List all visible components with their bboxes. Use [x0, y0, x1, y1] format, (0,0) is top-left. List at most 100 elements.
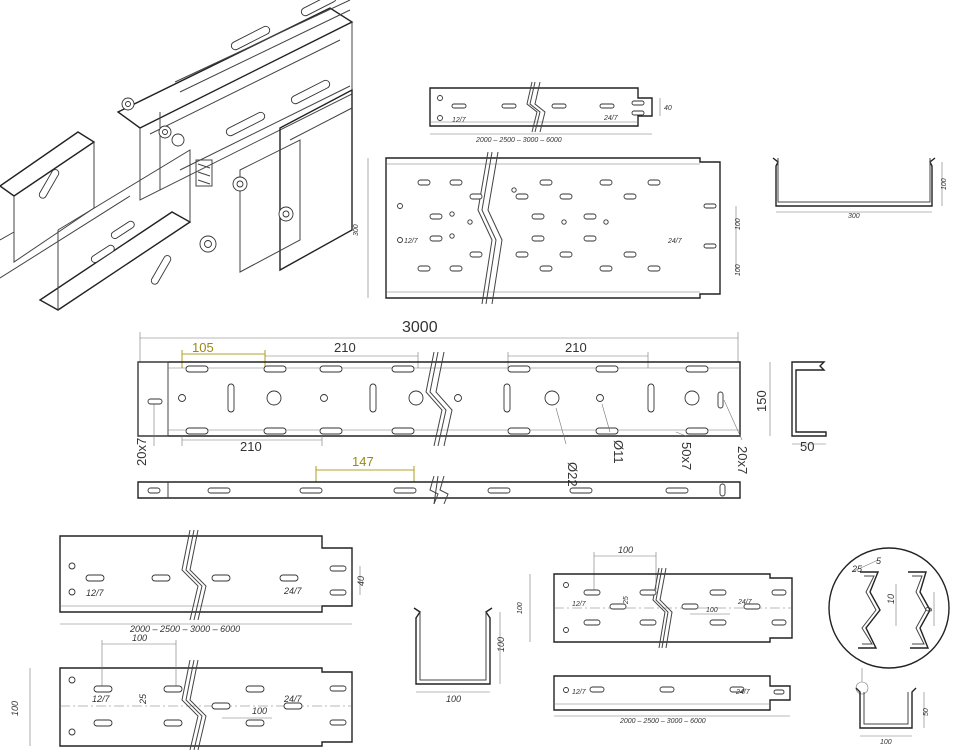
dim-lengths: 2000 – 2500 – 3000 – 6000: [129, 624, 240, 634]
top-plan-view: 12/7 24/7 300 100 100: [353, 151, 742, 305]
dim-d22: Ø22: [565, 462, 580, 487]
perforation-slot: [507, 427, 531, 435]
dim-100: 100: [618, 545, 633, 555]
perforation-slot: [185, 365, 209, 373]
perforation-hole: [603, 219, 609, 225]
perforation-slot: [429, 213, 443, 220]
perforation-slot: [263, 365, 287, 373]
dim-100b: 100: [735, 264, 742, 276]
perforation-hole: [511, 187, 517, 193]
dim-100h: 100: [517, 602, 524, 614]
perforation-slot: [531, 213, 545, 220]
perforation-hole: [449, 211, 455, 217]
perforation-slot: [449, 265, 463, 272]
dim-300: 300: [353, 224, 360, 236]
perforation-slot: [647, 383, 655, 413]
dim-100w: 100: [446, 694, 461, 704]
perforation-slot: [299, 487, 323, 494]
dim-40: 40: [356, 576, 366, 586]
isometric-assembly: [0, 0, 354, 311]
bolt-icon: [121, 97, 294, 253]
dim-slot-right: 24/7: [283, 694, 303, 704]
perforation-slot: [539, 265, 553, 272]
perforation-slot: [595, 365, 619, 373]
dim-40: 40: [664, 105, 672, 112]
dim-3000: 3000: [402, 319, 438, 336]
circle-detail: 25 5 10 9 100 50: [828, 547, 950, 746]
dim-slot-left: 12/7: [92, 694, 111, 704]
dim-slot-right: 24/7: [603, 115, 619, 122]
perforation-slot: [391, 365, 415, 373]
perforation-hole: [454, 394, 462, 402]
dim-50: 50: [800, 439, 814, 454]
perforation-hole: [320, 394, 328, 402]
bottom-center-profile: 100 100: [413, 607, 506, 704]
dim-lengths: 2000 – 2500 – 3000 – 6000: [475, 137, 562, 144]
perforation-slot: [393, 487, 417, 494]
perforation-slot: [417, 179, 431, 186]
perforation-slot: [623, 193, 637, 200]
perforation-slot: [685, 365, 709, 373]
dim-20x7a: 20x7: [134, 438, 149, 466]
dim-150: 150: [754, 390, 769, 412]
top-side-strip: 12/7 24/7 2000 – 2500 – 3000 – 6000 40: [429, 81, 672, 144]
perforation-slot: [469, 193, 483, 200]
top-section-profile: 300 100: [772, 157, 948, 220]
perforation-slot: [429, 235, 443, 242]
perforation-slot: [623, 251, 637, 258]
dim-100: 100: [132, 633, 147, 643]
dim-slot-left: 12/7: [572, 689, 587, 696]
perforation-slot: [391, 427, 415, 435]
perforation-slot: [503, 383, 511, 413]
dim-100: 100: [880, 739, 892, 746]
perforation-slot: [583, 235, 597, 242]
perforation-slot: [263, 427, 287, 435]
dim-slot-left: 12/7: [86, 588, 105, 598]
bottom-left-side-strip: 12/7 24/7 40 2000 – 2500 – 3000 – 6000: [59, 529, 366, 634]
middle-main-drawing: 3000 105 210 210 210 Ø22 Ø11 50x7 20x7 2…: [134, 319, 827, 505]
perforation-hole: [561, 219, 567, 225]
perforation-slot: [507, 365, 531, 373]
perforation-slot: [319, 427, 343, 435]
dim-slot-right: 24/7: [283, 586, 303, 596]
perforation-slot: [531, 235, 545, 242]
perforation-slot: [703, 243, 717, 249]
dim-25: 25: [623, 596, 630, 605]
dim-lengths: 2000 – 2500 – 3000 – 6000: [619, 718, 706, 725]
perforation-slot: [449, 179, 463, 186]
dim-25: 25: [138, 693, 148, 705]
dim-210a: 210: [334, 340, 356, 355]
perforation-slot: [559, 193, 573, 200]
perforation-slot: [647, 179, 661, 186]
perforation-hole: [266, 390, 282, 406]
dim-slot-left: 12/7: [452, 117, 467, 124]
perforation-hole: [544, 390, 560, 406]
dim-d11: Ø11: [611, 440, 626, 464]
perforation-slot: [703, 203, 717, 209]
dim-slot-right: 24/7: [667, 238, 683, 245]
dim-5: 5: [876, 556, 882, 566]
dim-slot-left: 12/7: [572, 601, 587, 608]
dim-100c: 100: [706, 607, 718, 614]
perforation-slot: [559, 251, 573, 258]
perforation-slot: [665, 487, 689, 494]
bottom-left-plan-view: 100 12/7 24/7 25 100 100: [10, 633, 353, 750]
dim-slot-left: 12/7: [404, 238, 419, 245]
perforation-slot: [417, 265, 431, 272]
perforation-slot: [583, 213, 597, 220]
dim-105: 105: [192, 340, 214, 355]
dim-20x7b: 20x7: [735, 446, 750, 474]
dim-slot-right: 24/7: [737, 599, 753, 606]
perforation-hole: [467, 219, 473, 225]
bottom-right-plan-view: 100 12/7 24/7 25 100 100 12/7 24/7: [517, 545, 793, 725]
perforation-slot: [595, 427, 619, 435]
dim-100a: 100: [735, 218, 742, 230]
perforation-slot: [539, 179, 553, 186]
perforation-slot: [369, 383, 377, 413]
dim-100b: 100: [252, 706, 267, 716]
perforation-slot: [319, 365, 343, 373]
dim-section-100: 100: [941, 178, 948, 190]
dim-height-100: 100: [10, 701, 20, 716]
dim-section-300: 300: [848, 213, 860, 220]
